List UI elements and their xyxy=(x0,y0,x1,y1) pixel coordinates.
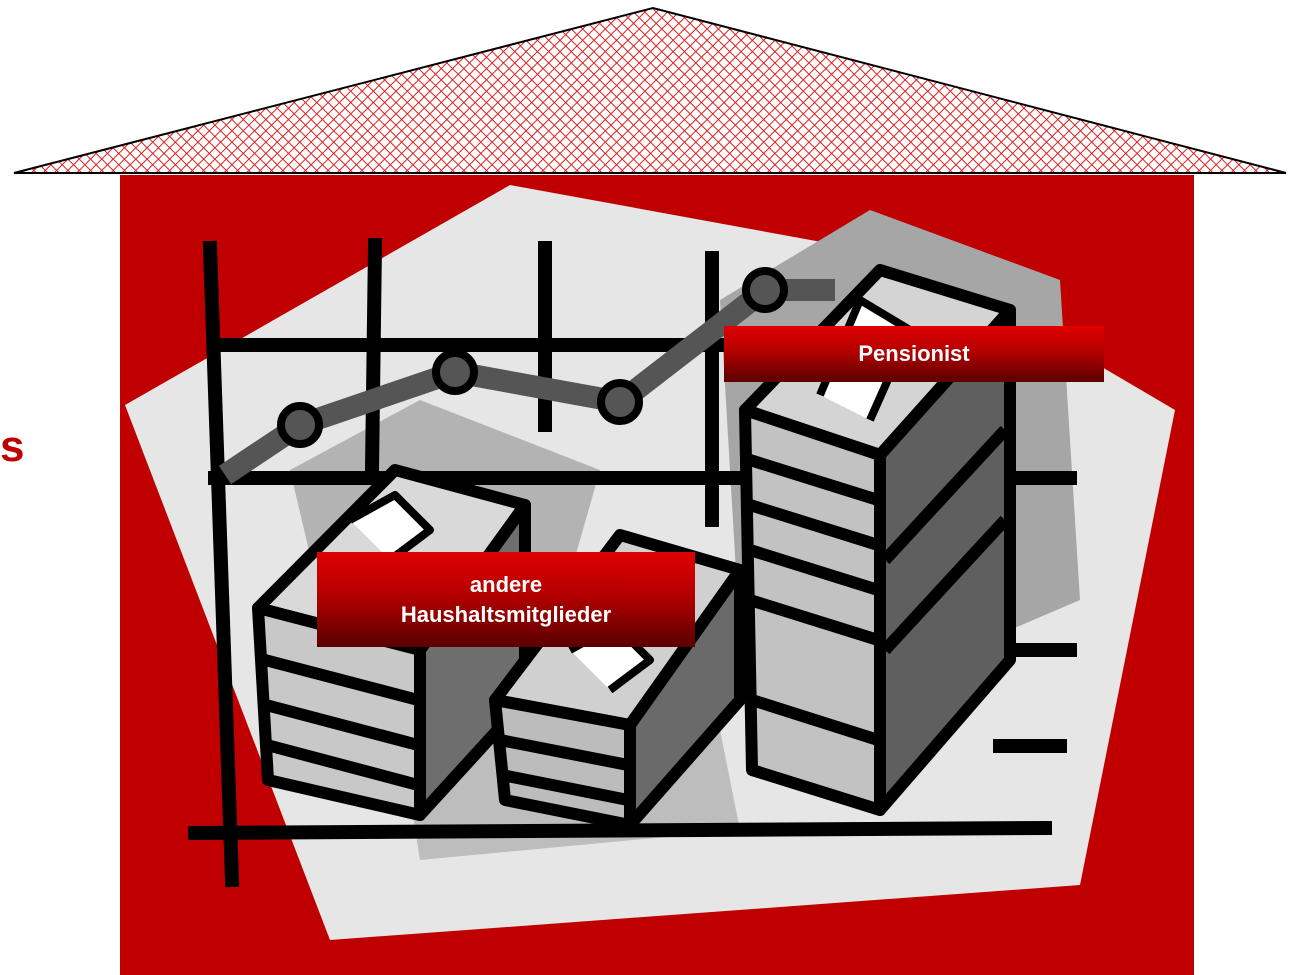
chart-point xyxy=(746,271,784,309)
label-andere-line2: Haushaltsmitglieder xyxy=(401,600,611,630)
label-andere-line1: andere xyxy=(470,570,542,600)
label-pensionist: Pensionist xyxy=(724,326,1104,382)
label-andere-haushaltsmitglieder: andere Haushaltsmitglieder xyxy=(317,552,695,647)
side-text-fragment: s xyxy=(0,422,24,472)
chart-point xyxy=(601,383,639,421)
roof-icon xyxy=(14,8,1286,173)
chart-point xyxy=(436,353,474,391)
chart-point xyxy=(281,406,319,444)
label-pensionist-text: Pensionist xyxy=(858,339,969,369)
